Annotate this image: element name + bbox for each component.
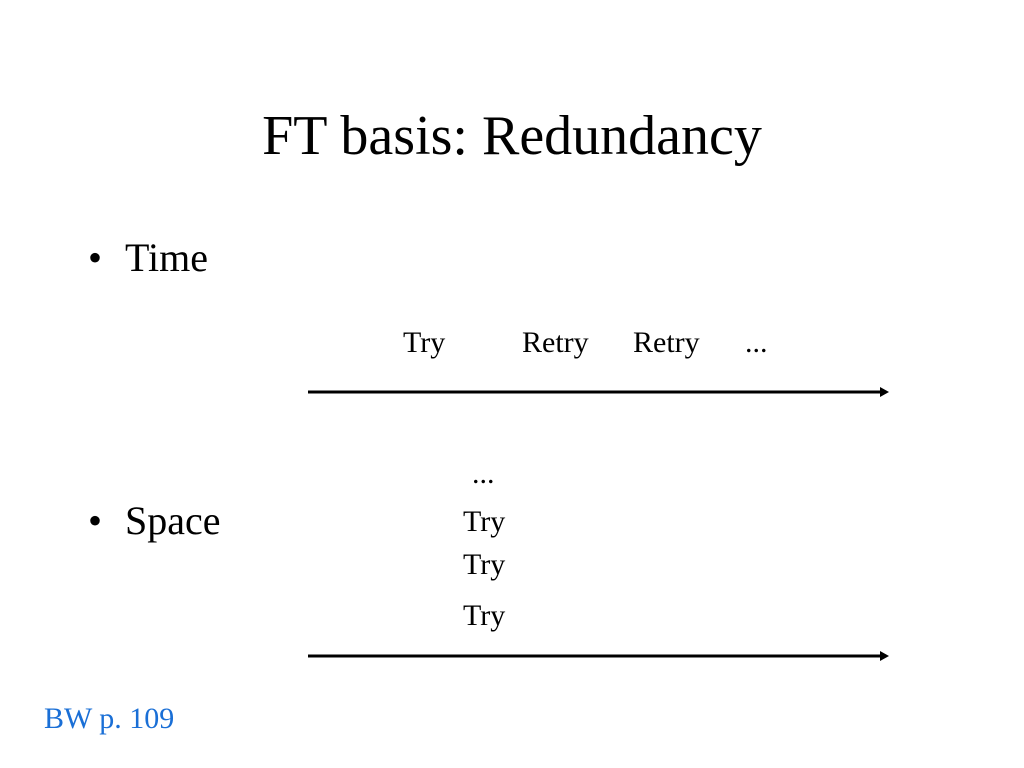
time-label-try: Try [403, 326, 446, 359]
space-label-try-3: Try [463, 599, 506, 632]
space-label-ellipsis: ... [472, 457, 495, 490]
bullet-dot-icon: • [88, 235, 103, 280]
space-label-try-2: Try [463, 548, 506, 581]
space-axis-arrowhead [880, 651, 889, 661]
time-axis-arrowhead [880, 387, 889, 397]
bullet-time-label: Time [125, 235, 209, 280]
slide-title: FT basis: Redundancy [262, 105, 762, 167]
space-axis-arrow [308, 651, 889, 661]
space-label-try-1: Try [463, 505, 506, 538]
time-label-ellipsis: ... [745, 326, 768, 359]
time-axis-arrow [308, 387, 889, 397]
time-label-retry-1: Retry [522, 326, 589, 359]
bullet-dot-icon: • [88, 498, 103, 543]
bullet-time: • Time [88, 234, 208, 282]
reference-note: BW p. 109 [44, 702, 175, 735]
bullet-space-label: Space [125, 498, 221, 543]
bullet-space: • Space [88, 497, 221, 545]
time-label-retry-2: Retry [633, 326, 700, 359]
